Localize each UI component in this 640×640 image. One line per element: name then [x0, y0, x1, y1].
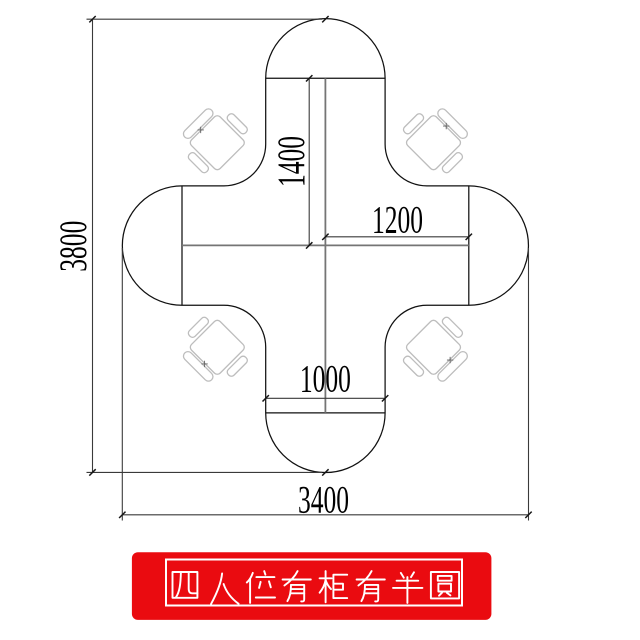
- svg-text:3800: 3800: [53, 221, 96, 272]
- svg-text:3400: 3400: [298, 479, 349, 522]
- svg-text:1400: 1400: [271, 136, 314, 187]
- svg-text:1000: 1000: [300, 358, 351, 401]
- svg-text:1200: 1200: [372, 199, 423, 242]
